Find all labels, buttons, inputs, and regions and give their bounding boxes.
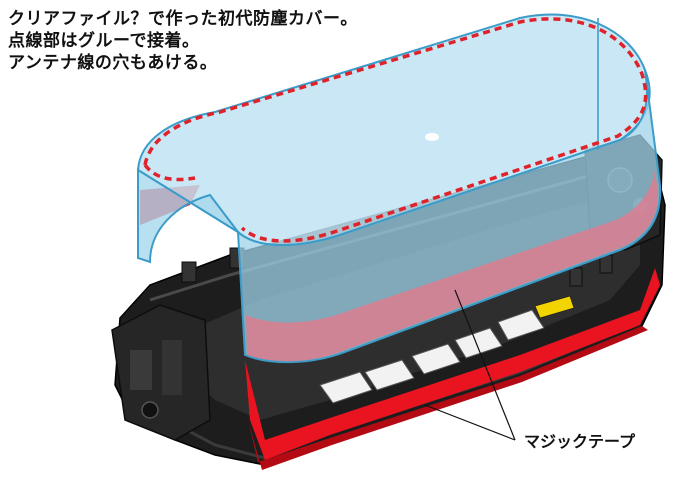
caption-line-3: アンテナ線の穴もあける。 (8, 53, 218, 73)
caption-text: クリアファイル？で作った初代防塵カバー。 点線部はグルーで接着。 アンテナ線の穴… (8, 8, 358, 74)
velcro-callout-label: マジックテープ (524, 432, 636, 451)
callout-leader-lines (424, 289, 516, 441)
glue-dotted-line (143, 17, 648, 243)
dust-cover-illustration (136, 13, 662, 364)
caption-line-1: クリアファイル？で作った初代防塵カバー。 (8, 9, 358, 29)
caption-line-2: 点線部はグルーで接着。 (8, 31, 200, 51)
